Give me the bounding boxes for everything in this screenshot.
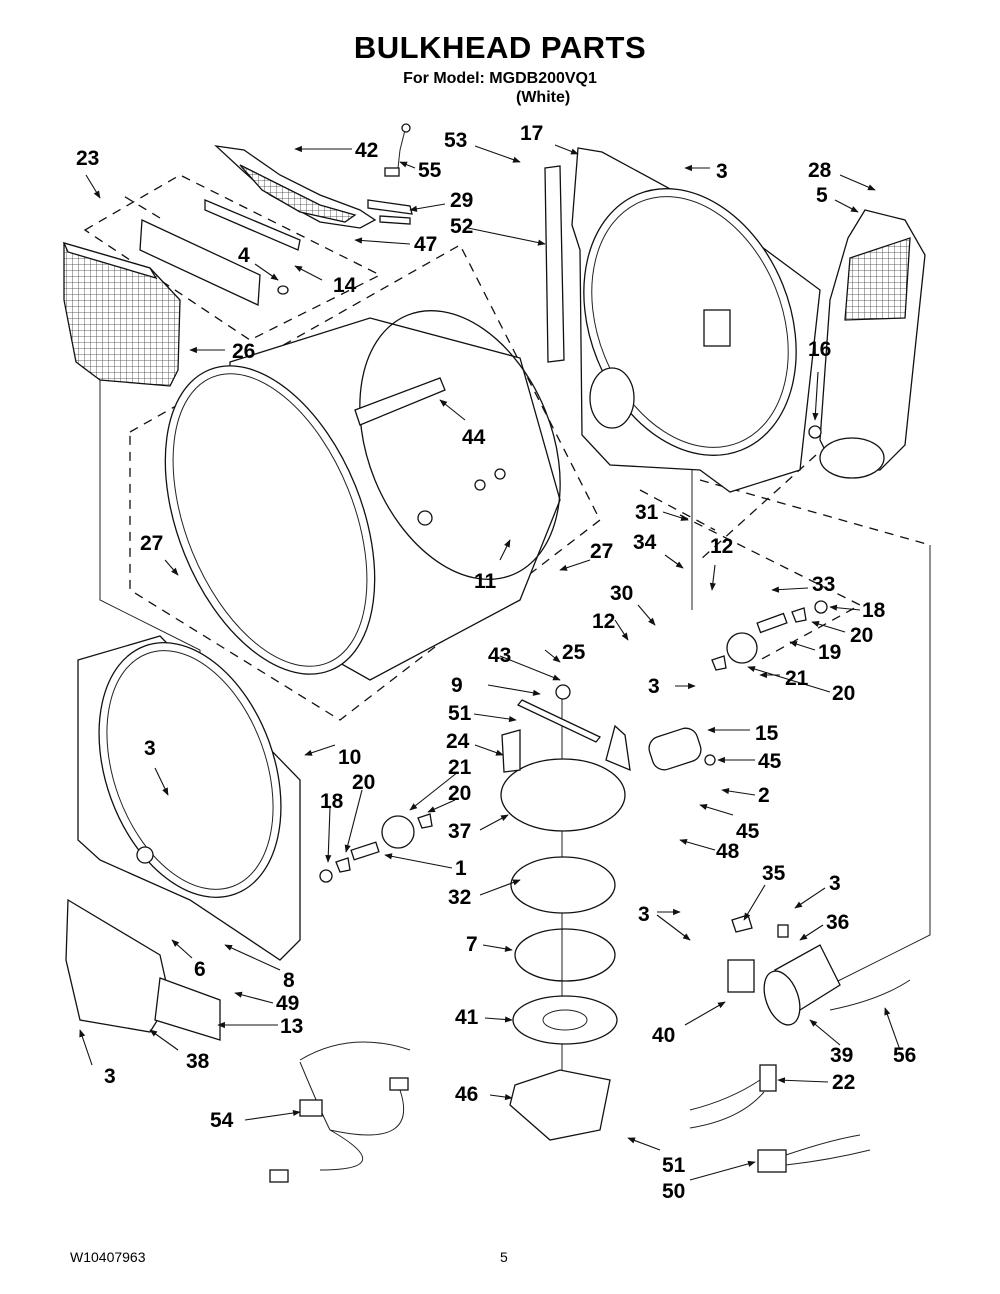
callout-18-front: 18 [320,790,344,813]
page-number: 5 [500,1249,508,1265]
heater-route-line [819,545,931,991]
callout-3-heater-left: 3 [638,903,650,926]
callout-10: 10 [338,746,361,769]
callout-52: 52 [450,215,473,238]
callout-51-lower: 51 [662,1154,686,1177]
callout-12-upper: 12 [710,535,733,558]
color-line: (White) [516,89,571,106]
callout-labels: 23 42 55 53 17 3 28 5 29 52 47 4 14 26 1… [76,122,916,1203]
page-title: BULKHEAD PARTS [353,30,647,65]
callout-20-front-upper: 20 [352,771,375,794]
nut-part [808,425,822,439]
model-line: For Model: MGDB200VQ1 [403,70,597,87]
callout-13: 13 [280,1015,303,1038]
callout-28: 28 [808,159,832,182]
rear-heater-duct [819,209,926,479]
callout-21-rear: 21 [785,667,809,690]
callout-36: 36 [826,911,849,934]
callout-24: 24 [446,730,470,753]
lower-blower-parts [509,928,618,1141]
callout-44: 44 [462,426,486,449]
callout-33: 33 [812,573,835,596]
callout-22: 22 [832,1071,855,1094]
callout-16: 16 [808,338,831,361]
callout-9: 9 [451,674,463,697]
thermistor-part [384,123,411,177]
callout-41: 41 [455,1006,479,1029]
callout-17: 17 [520,122,543,145]
front-bulkhead [77,635,301,961]
callout-35: 35 [762,862,786,885]
lint-duct-cover [139,199,301,306]
callout-12-lower: 12 [592,610,615,633]
callout-23: 23 [76,147,99,170]
callout-43: 43 [488,644,511,667]
callout-39: 39 [830,1044,853,1067]
callout-3-heater-right: 3 [829,872,841,895]
callout-20-rear-lower: 20 [832,682,855,705]
rear-bulkhead [571,147,821,493]
callout-19: 19 [818,641,841,664]
callout-55: 55 [418,159,442,182]
leader-lines [79,144,901,1181]
callout-45-lower: 45 [736,820,760,843]
callout-8: 8 [283,969,295,992]
callout-47: 47 [414,233,437,256]
callout-46: 46 [455,1083,478,1106]
callout-45-upper: 45 [758,750,782,773]
callout-2: 2 [758,784,770,807]
wire-harness [269,1041,871,1183]
callout-32: 32 [448,886,471,909]
callout-27-right: 27 [590,540,613,563]
callout-26: 26 [232,340,255,363]
callout-27-left: 27 [140,532,163,555]
callout-4: 4 [238,244,250,267]
callout-29: 29 [450,189,473,212]
callout-34: 34 [633,531,657,554]
heater-assembly [727,914,911,1026]
exhaust-duct [648,727,716,771]
rear-support-strip [544,165,565,363]
callout-30: 30 [610,582,633,605]
lint-screen-group-outline [83,174,382,341]
callout-40: 40 [652,1024,675,1047]
callout-56: 56 [893,1044,916,1067]
callout-3-bottom-left: 3 [104,1065,116,1088]
callout-6: 6 [194,958,206,981]
callout-1: 1 [455,857,467,880]
dryer-drum [164,310,561,681]
callout-21-front: 21 [448,756,472,779]
callout-11: 11 [474,570,497,593]
rear-roller-assembly [711,600,828,671]
callout-3-top: 3 [716,160,728,183]
callout-5: 5 [816,184,828,207]
callout-31: 31 [635,501,659,524]
motor-bracket-group-outline [639,454,931,661]
callout-37: 37 [448,820,471,843]
callout-42: 42 [355,139,378,162]
callout-14: 14 [333,274,357,297]
callout-38: 38 [186,1050,210,1073]
callout-18-rear: 18 [862,599,886,622]
callout-3-front: 3 [144,737,156,760]
callout-48: 48 [716,840,740,863]
lint-screen [62,241,181,387]
callout-50: 50 [662,1180,685,1203]
callout-15: 15 [755,722,779,745]
document-number: W10407963 [70,1249,146,1265]
callout-3-mid: 3 [648,675,660,698]
front-roller-assembly [319,813,433,883]
callout-49: 49 [276,992,299,1015]
lint-duct-assembly [65,898,221,1041]
blower-housing [500,684,631,914]
callout-53: 53 [444,129,467,152]
callout-51-upper: 51 [448,702,472,725]
callout-7: 7 [466,933,478,956]
callout-20-front-lower: 20 [448,782,471,805]
felt-seal-strips [367,199,413,225]
callout-20-rear-upper: 20 [850,624,873,647]
callout-25: 25 [562,641,586,664]
callout-54: 54 [210,1109,234,1132]
lint-screen-grille [214,145,377,229]
